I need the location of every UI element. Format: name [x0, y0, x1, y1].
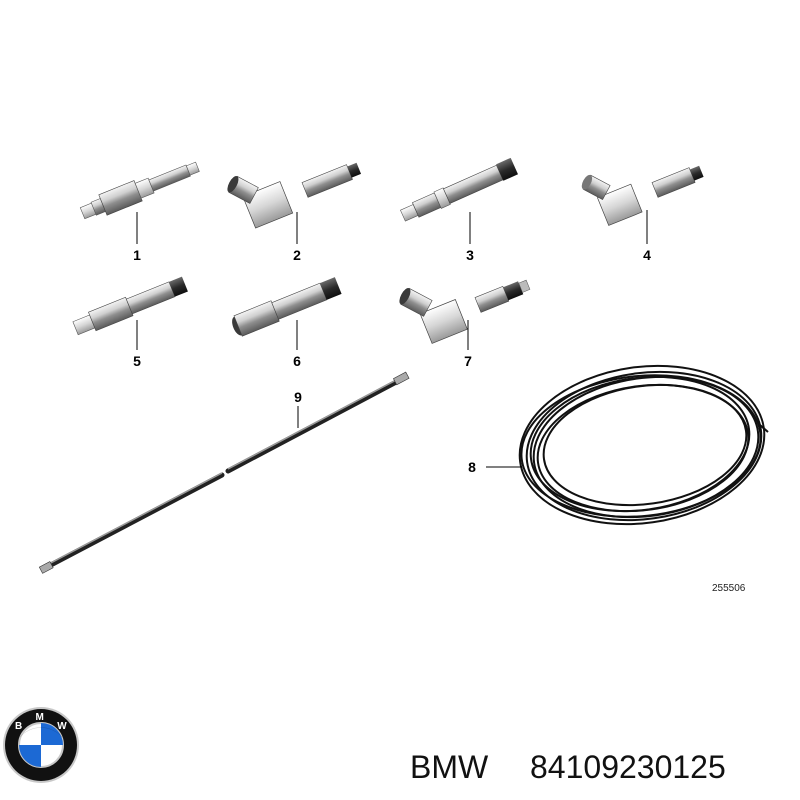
- caption-part-number: 84109230125: [530, 749, 726, 785]
- callout-1: 1: [133, 247, 141, 263]
- callout-6: 6: [293, 353, 301, 369]
- connector-part-5: [72, 276, 188, 336]
- connector-part-3: [400, 157, 518, 222]
- callout-4: 4: [643, 247, 651, 263]
- diagram-reference-number: 255506: [712, 583, 746, 594]
- bmw-logo-lettering: B M W: [15, 712, 67, 732]
- connector-part-2: [227, 162, 362, 229]
- callout-9: 9: [294, 389, 302, 405]
- bmw-logo: B M W: [3, 707, 79, 783]
- connector-part-4: [581, 165, 704, 226]
- connector-part-7: [399, 279, 531, 344]
- rod-part-9: [38, 371, 410, 574]
- caption-brand: BMW: [410, 749, 489, 785]
- callout-3: 3: [466, 247, 474, 263]
- callout-8: 8: [468, 459, 476, 475]
- callout-2: 2: [293, 247, 301, 263]
- callout-7: 7: [464, 353, 472, 369]
- callout-5: 5: [133, 353, 141, 369]
- cable-coil-part-8: [518, 364, 769, 526]
- connector-part-1: [79, 161, 200, 220]
- connector-part-6: [232, 277, 342, 337]
